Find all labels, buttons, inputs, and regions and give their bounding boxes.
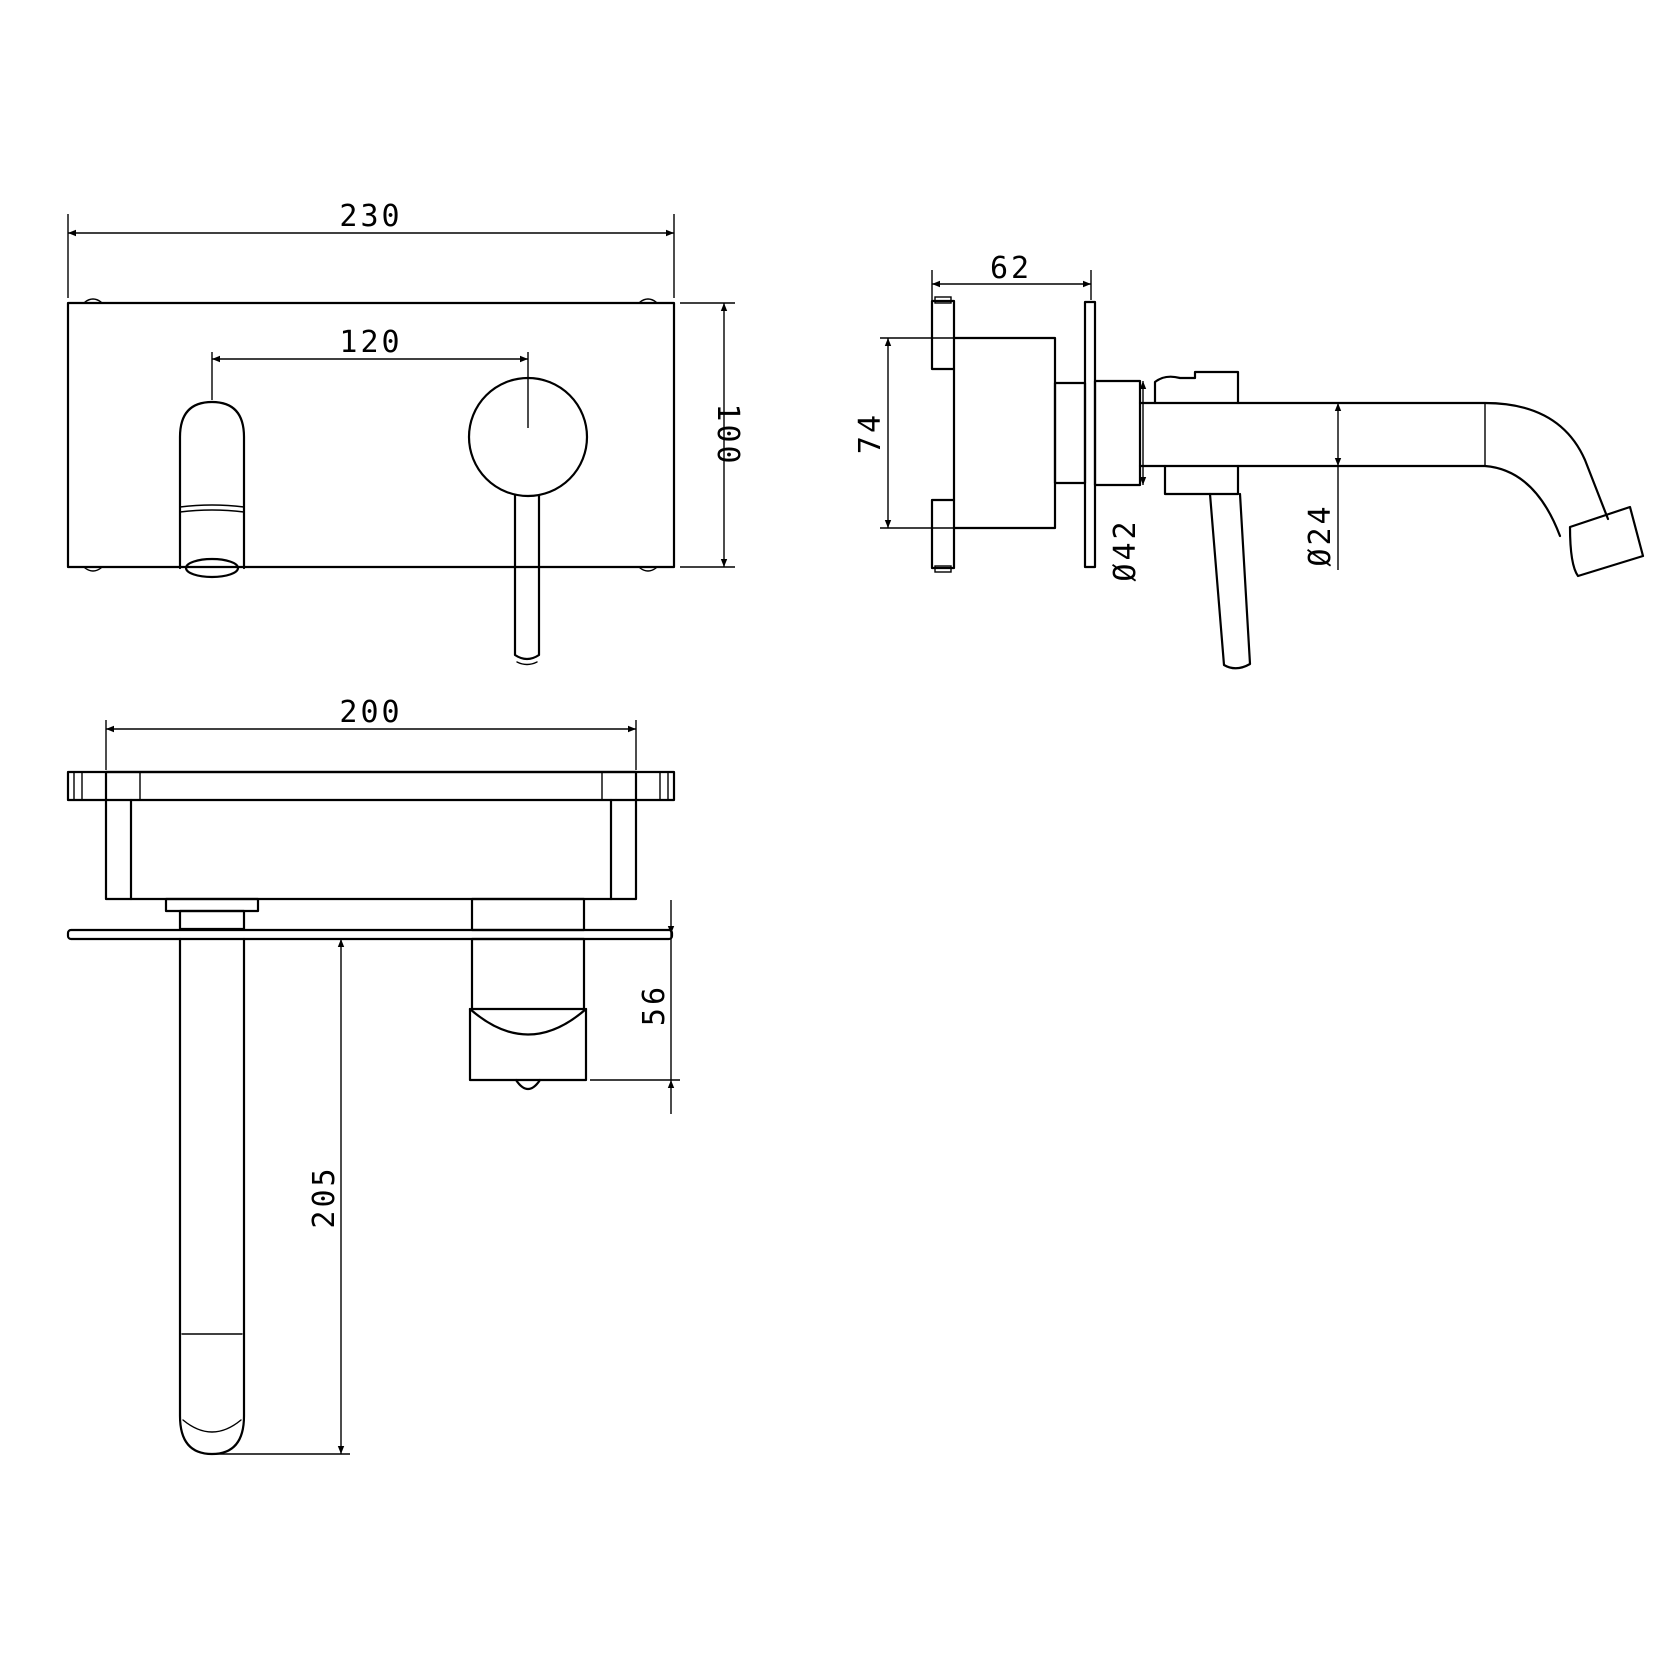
side-lever (1153, 370, 1252, 670)
dim-spout-diameter: Ø24 (1303, 403, 1342, 570)
top-valve-body (104, 770, 638, 901)
dim-front-width-label: 230 (339, 199, 402, 234)
dim-lever-projection-label: 56 (637, 984, 672, 1026)
side-spout (1138, 401, 1645, 578)
dim-body-diameter: Ø42 (1108, 381, 1147, 582)
dim-body-diameter-label: Ø42 (1108, 518, 1143, 581)
dim-spout-projection-label: 205 (307, 1165, 342, 1228)
dim-spacing: 120 (211, 325, 529, 428)
dim-side-depth-label: 62 (990, 251, 1032, 286)
dim-spout-projection: 205 (212, 939, 350, 1455)
dim-front-height: 100 (680, 302, 745, 568)
top-wall-plate (66, 928, 674, 941)
front-backplate (66, 301, 676, 569)
dim-side-depth: 62 (931, 251, 1092, 300)
dim-lever-projection: 56 (590, 900, 680, 1114)
dim-top-width: 200 (105, 695, 637, 770)
dim-front-height-label: 100 (710, 403, 745, 466)
front-view: 230 100 120 (66, 199, 745, 666)
dim-spacing-label: 120 (339, 325, 402, 360)
dim-spout-diameter-label: Ø24 (1303, 503, 1338, 566)
dim-side-body-height-label: 74 (853, 412, 888, 454)
top-view: 200 56 205 (66, 695, 680, 1456)
top-lever (468, 937, 588, 1091)
top-spout (178, 937, 246, 1456)
side-view: 62 74 Ø42 Ø24 (853, 251, 1645, 670)
side-wall-plate (1083, 300, 1097, 569)
dim-front-width: 230 (67, 199, 675, 298)
dim-top-width-label: 200 (339, 695, 402, 730)
dim-side-body-height: 74 (853, 337, 954, 529)
front-spout (178, 400, 246, 579)
